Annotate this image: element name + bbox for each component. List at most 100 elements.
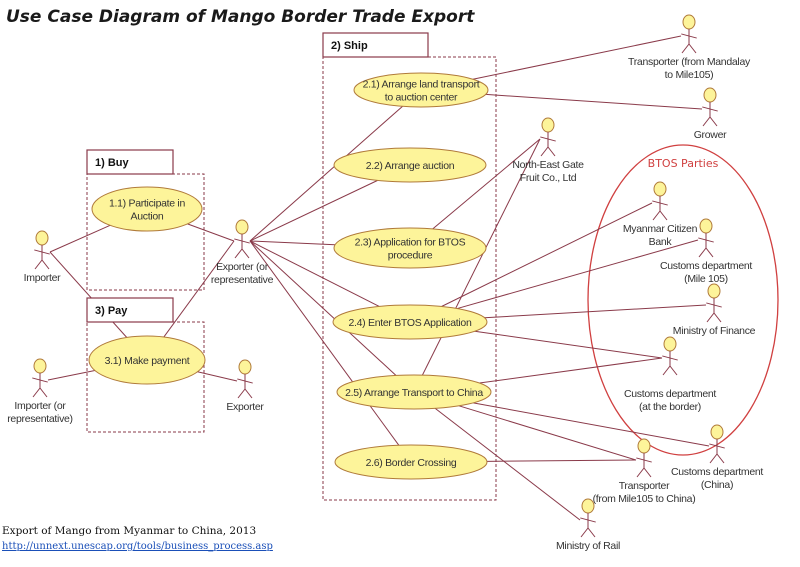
- package-buy: 1) Buy: [86, 149, 205, 291]
- use-case-ellipse: [336, 374, 492, 410]
- actor-label: (Mile 105): [684, 273, 728, 285]
- actor-transporter_china[interactable]: Transporter(from Mile105 to China): [593, 438, 696, 505]
- actor-label: (China): [701, 479, 733, 491]
- use-case-label: 2.1) Arrange land transport: [363, 79, 480, 91]
- actor-label: Grower: [694, 129, 727, 141]
- actor-stick-figure-icon: [662, 336, 678, 376]
- use-case-label: procedure: [388, 250, 433, 262]
- use-case-label: to auction center: [385, 92, 458, 104]
- package-tab: [322, 32, 429, 58]
- association-line-transporter_china-uc25: [458, 405, 637, 461]
- association-line-customs_china-uc25: [473, 402, 710, 447]
- actor-customs_china[interactable]: Customs department(China): [671, 424, 764, 491]
- association-line-exporter_rep-uc26: [249, 240, 400, 446]
- actor-stick-figure-icon: [681, 14, 697, 54]
- actor-label: Myanmar Citizen: [623, 223, 698, 235]
- association-line-mof-uc24: [484, 304, 707, 319]
- use-case-label: Auction: [131, 211, 164, 223]
- actor-label: representative): [7, 413, 73, 425]
- actor-stick-figure-icon: [234, 219, 250, 259]
- source-link[interactable]: http://unnext.unescap.org/tools/business…: [2, 541, 273, 552]
- association-line-transporter_china-uc26: [486, 459, 637, 462]
- use-case-uc26[interactable]: 2.6) Border Crossing: [334, 444, 488, 480]
- btos-parties-label: BTOS Parties: [648, 157, 719, 170]
- use-case-label: 2.6) Border Crossing: [366, 457, 457, 469]
- association-line-importer-uc31: [49, 251, 128, 338]
- actor-label: Exporter (or: [216, 261, 269, 273]
- actor-stick-figure-icon: [706, 283, 722, 323]
- packages-layer: 1) Buy 2) Ship 3) Pay: [86, 32, 497, 501]
- association-line-exporter_rep-uc24: [249, 240, 380, 307]
- use-case-uc25[interactable]: 2.5) Arrange Transport to China: [336, 374, 492, 410]
- actor-customs_mile105[interactable]: Customs department(Mile 105): [660, 218, 753, 285]
- actor-stick-figure-icon: [636, 438, 652, 478]
- actor-stick-figure-icon: [652, 181, 668, 221]
- diagram-title: Use Case Diagram of Mango Border Trade E…: [6, 7, 475, 27]
- association-line-exporter-uc31: [197, 371, 238, 382]
- use-case-uc22[interactable]: 2.2) Arrange auction: [333, 147, 487, 183]
- use-case-uc24[interactable]: 2.4) Enter BTOS Application: [332, 304, 488, 340]
- actor-mof[interactable]: Ministry of Finance: [673, 283, 756, 337]
- actor-customs_border[interactable]: Customs department(at the border): [624, 336, 717, 413]
- package-pay: 3) Pay: [86, 297, 205, 433]
- actor-importer[interactable]: Importer: [24, 230, 61, 284]
- association-line-exporter_rep-uc23: [249, 240, 336, 246]
- package-tab: [86, 149, 174, 175]
- use-case-label: 2.2) Arrange auction: [366, 160, 455, 172]
- actor-ministry_rail[interactable]: Ministry of Rail: [556, 498, 620, 552]
- actor-label: (from Mile105 to China): [593, 493, 696, 505]
- actor-label: Transporter: [619, 480, 670, 492]
- actor-label: Importer (or: [14, 400, 66, 412]
- actor-stick-figure-icon: [237, 359, 253, 399]
- use-case-label: 2.5) Arrange Transport to China: [345, 387, 483, 399]
- use-case-ellipse: [91, 186, 203, 232]
- actor-stick-figure-icon: [540, 117, 556, 157]
- footer-caption: Export of Mango from Myanmar to China, 2…: [2, 525, 257, 537]
- association-line-exporter_rep-uc11: [187, 223, 235, 242]
- actor-label: Fruit Co., Ltd: [520, 172, 577, 184]
- actor-grower[interactable]: Grower: [694, 87, 727, 141]
- actor-label: North-East Gate: [512, 159, 584, 171]
- package-tab: [86, 297, 174, 323]
- actor-label: Ministry of Rail: [556, 540, 620, 552]
- actor-label: Transporter (from Mandalay: [628, 56, 751, 68]
- boundaries-layer: BTOS Parties: [587, 144, 779, 456]
- package-boundary: [86, 321, 205, 433]
- association-line-exporter_rep-uc22: [249, 179, 378, 242]
- association-line-importer-uc11: [49, 224, 111, 253]
- actor-stick-figure-icon: [580, 498, 596, 538]
- association-line-ministry_rail-uc25: [434, 407, 581, 521]
- actor-label: to Mile105): [665, 69, 714, 81]
- actor-label: (at the border): [639, 401, 701, 413]
- association-line-customs_mile105-uc24: [457, 239, 699, 310]
- actor-label: Ministry of Finance: [673, 325, 756, 337]
- package-ship: 2) Ship: [322, 32, 497, 501]
- use-case-label: 3.1) Make payment: [105, 355, 190, 367]
- btos-parties-boundary: [587, 144, 779, 456]
- use-case-label: 1.1) Participate in: [109, 198, 185, 210]
- actor-label: Exporter: [226, 401, 264, 413]
- use-case-ellipse: [333, 227, 487, 269]
- use-case-label: 2.4) Enter BTOS Application: [348, 317, 471, 329]
- association-line-mcb-uc24: [441, 202, 653, 307]
- use-case-uc31[interactable]: 3.1) Make payment: [88, 335, 206, 385]
- association-line-exporter_rep-uc21: [249, 105, 403, 242]
- actor-stick-figure-icon: [34, 230, 50, 270]
- actor-stick-figure-icon: [698, 218, 714, 258]
- package-label: 3) Pay: [95, 305, 128, 317]
- use-case-ellipse: [88, 335, 206, 385]
- association-line-exporter_rep-uc31: [163, 240, 235, 338]
- actor-exporter[interactable]: Exporter: [226, 359, 265, 413]
- use-case-ellipse: [333, 147, 487, 183]
